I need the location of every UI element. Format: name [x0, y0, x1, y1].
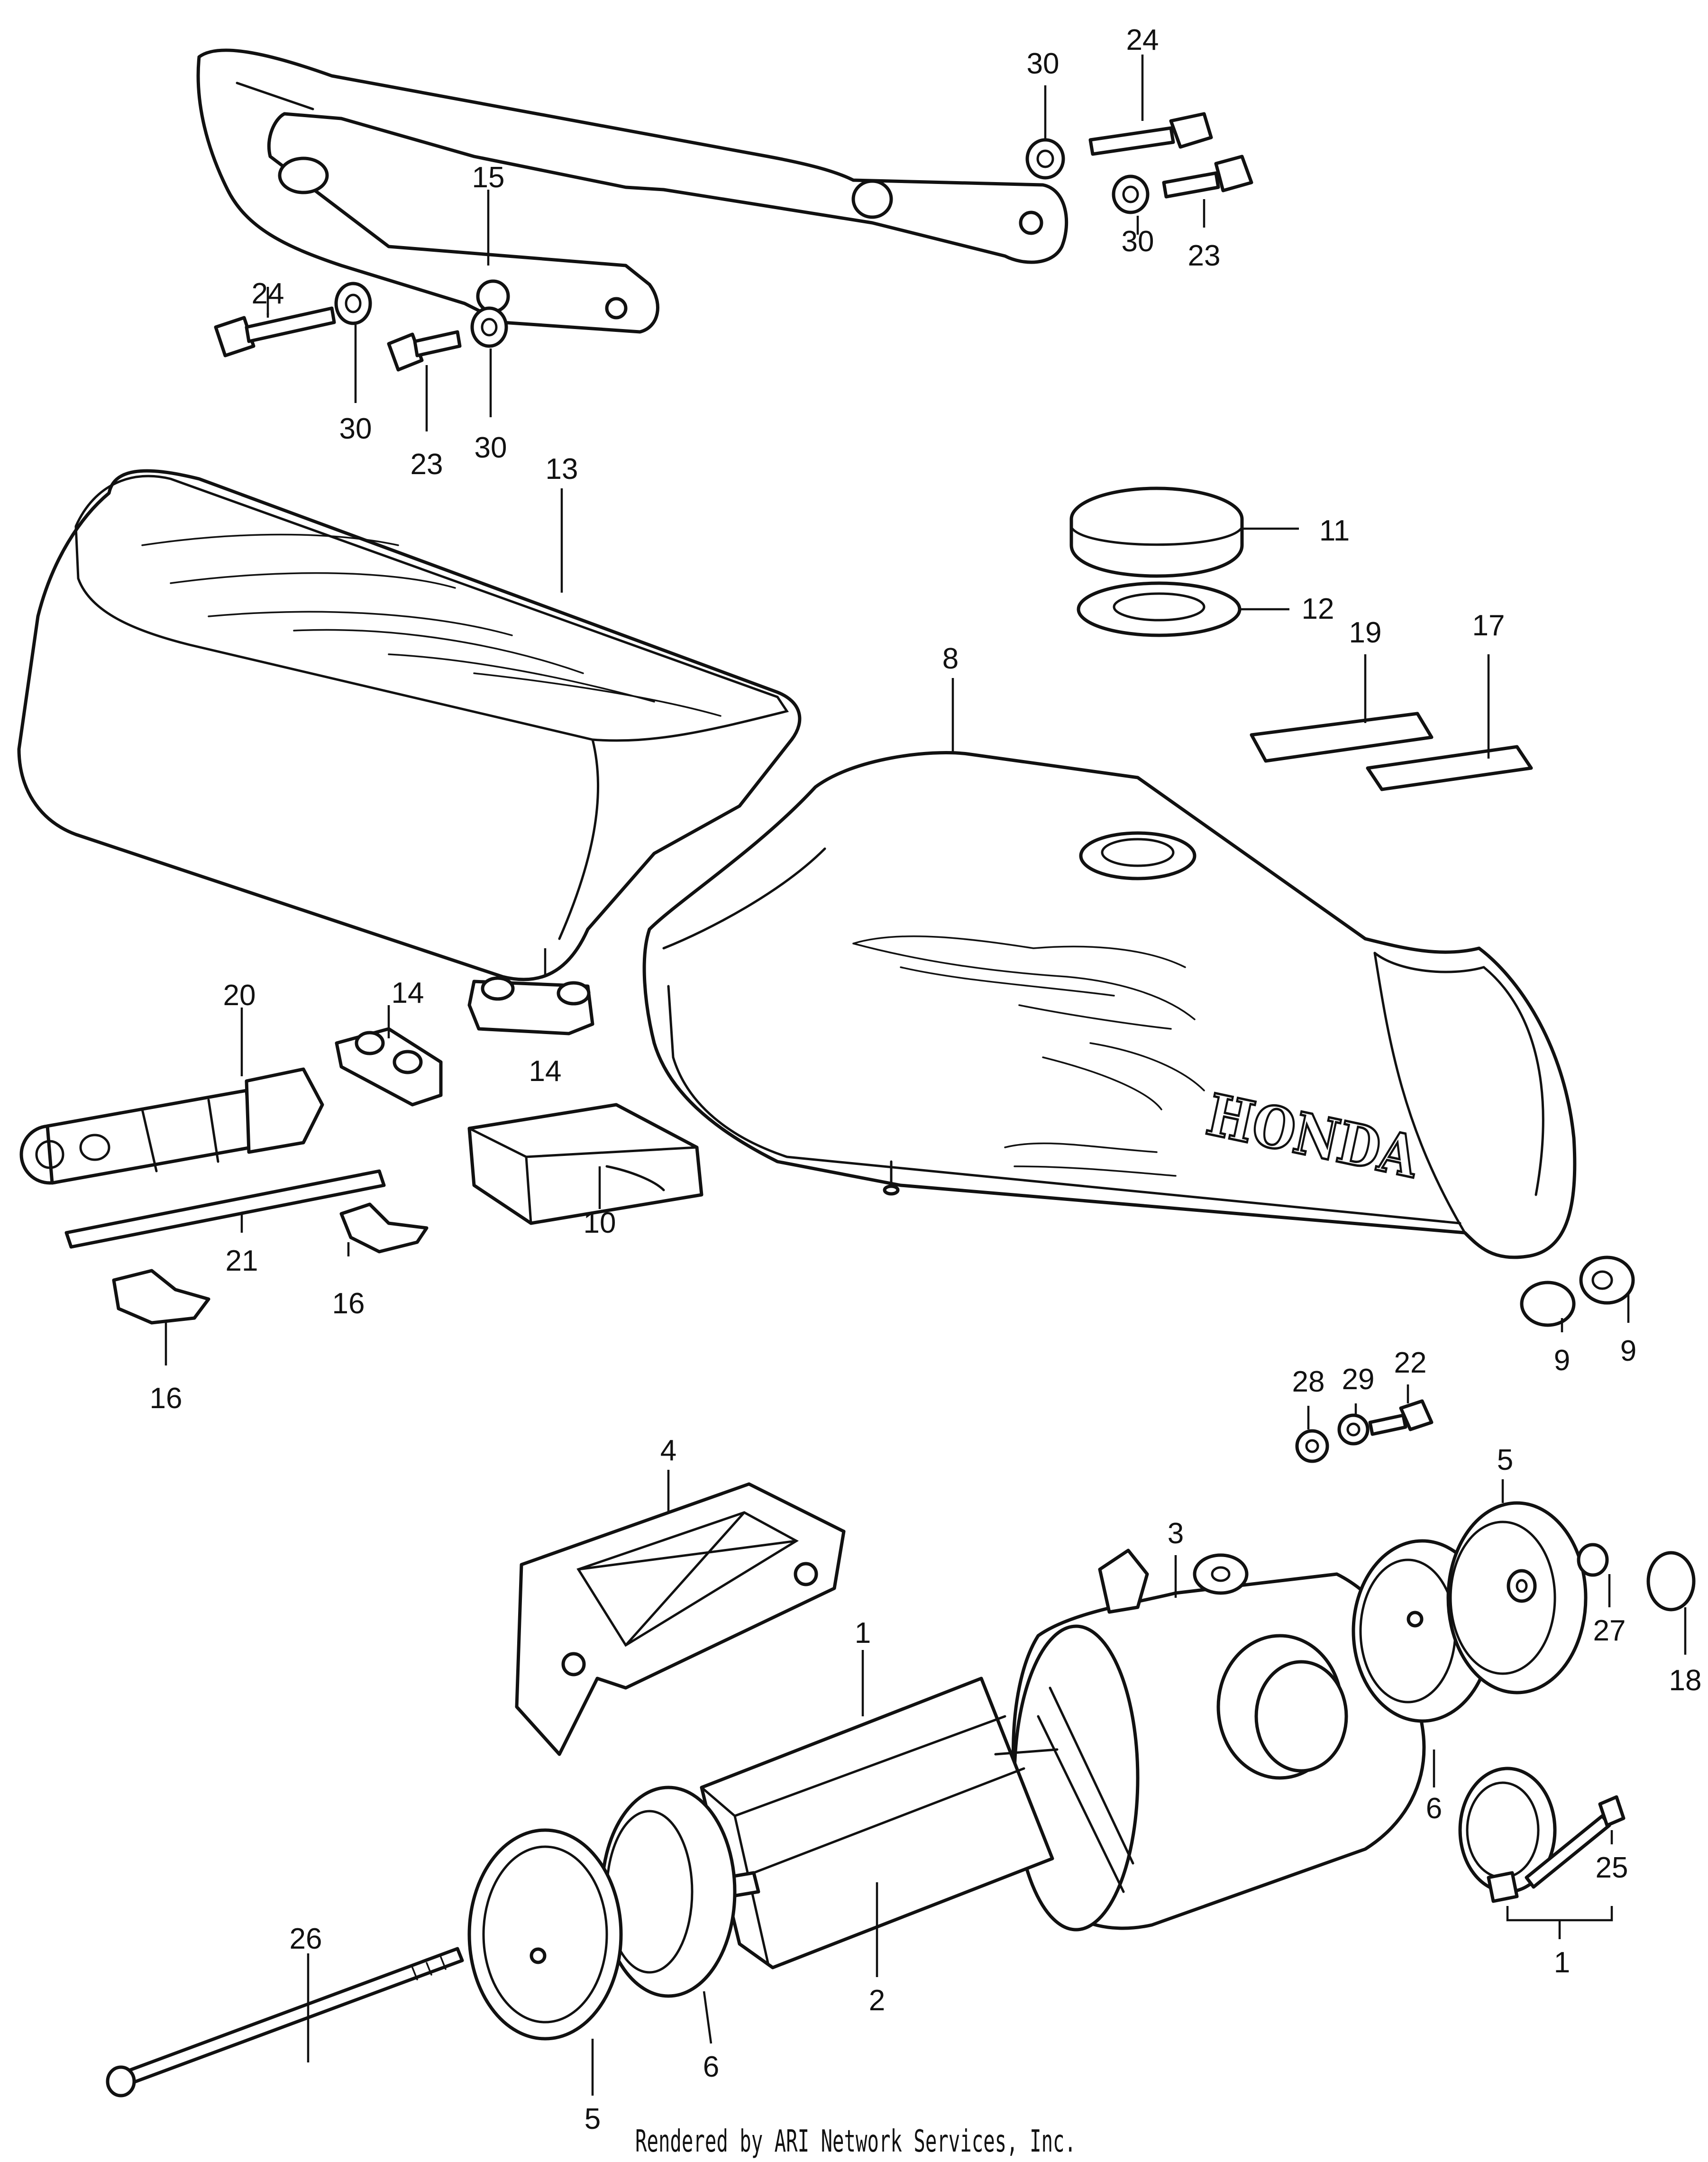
- callout-6-right: 6: [1426, 1792, 1442, 1825]
- callout-labels: 15 24 30 30 23 24 30 23 30 13 11 12 19 1…: [150, 24, 1702, 2135]
- callout-10: 10: [584, 1207, 616, 1239]
- callout-29: 29: [1342, 1363, 1375, 1396]
- callout-30-left-a: 30: [339, 412, 372, 445]
- bracket-4-part: [515, 1482, 846, 1756]
- callout-23-right: 23: [1188, 239, 1221, 272]
- nut-30-upper-right: [1025, 138, 1065, 180]
- nut-30-left-a: [334, 282, 372, 325]
- label-17-part: [1366, 745, 1533, 791]
- callout-6-left: 6: [703, 2051, 719, 2083]
- callout-17: 17: [1472, 609, 1505, 642]
- callout-27: 27: [1593, 1614, 1626, 1647]
- grab-rail-part: [196, 48, 1069, 334]
- clip-16-left: [112, 1269, 210, 1325]
- callout-11: 11: [1319, 514, 1350, 547]
- toolbox-10-part: [467, 1103, 703, 1225]
- callout-24-right: 24: [1126, 24, 1159, 56]
- clamp-band-part: [1458, 1767, 1557, 1903]
- callout-1-upper: 1: [855, 1617, 871, 1649]
- nut-27-part: [1577, 1543, 1609, 1577]
- bolt-22-part: [1368, 1399, 1434, 1436]
- callout-8: 8: [942, 642, 959, 675]
- bolt-23-right: [1162, 155, 1253, 199]
- callout-9-right: 9: [1620, 1335, 1636, 1367]
- callout-1-lower: 1: [1554, 1946, 1570, 1979]
- callout-9-left: 9: [1554, 1344, 1570, 1377]
- tank-rubber-9-right: [1579, 1255, 1635, 1305]
- label-19-part: [1250, 712, 1434, 763]
- bolt-23-left: [387, 330, 462, 372]
- rod-21-part: [64, 1169, 386, 1249]
- callout-30-right: 30: [1122, 225, 1154, 258]
- callout-23-left: 23: [411, 448, 443, 481]
- long-bolt-26: [106, 1947, 464, 2098]
- callout-19: 19: [1349, 616, 1382, 649]
- render-credit: Rendered by ARI Network Services, Inc.: [635, 2124, 1076, 2159]
- callout-18: 18: [1669, 1664, 1702, 1697]
- callout-30-left-b: 30: [475, 431, 507, 464]
- callout-26: 26: [290, 1923, 322, 1955]
- callout-4: 4: [660, 1434, 676, 1467]
- callout-12: 12: [1302, 593, 1334, 625]
- fuel-tank-part: HONDA: [642, 751, 1577, 1259]
- callout-2: 2: [869, 1984, 885, 2017]
- cover-5-left: [467, 1828, 623, 2041]
- callout-21: 21: [226, 1245, 258, 1277]
- callout-13: 13: [546, 453, 578, 486]
- nut-30-left-b: [470, 306, 508, 348]
- gasket-18-part: [1646, 1551, 1696, 1612]
- cover-5-right: [1446, 1501, 1588, 1695]
- nut-30-lower-right: [1112, 174, 1150, 214]
- washer-29-part: [1337, 1413, 1370, 1446]
- washer-28-part: [1295, 1429, 1329, 1463]
- leader-lines: [164, 55, 1687, 2096]
- callout-5-right: 5: [1497, 1444, 1513, 1476]
- callout-16-left: 16: [150, 1382, 183, 1415]
- callout-30-upper: 30: [1027, 47, 1060, 80]
- cap-gasket-part: [1077, 581, 1242, 637]
- fuel-cap-part: [1069, 486, 1244, 578]
- screw-25-part: [1525, 1795, 1626, 1889]
- tool-20-part: [19, 1067, 324, 1185]
- bolt-24-left: [214, 306, 336, 357]
- callout-14-left: 14: [392, 977, 424, 1009]
- bolt-24-right: [1088, 112, 1213, 156]
- callout-15: 15: [472, 161, 505, 194]
- clip-16-right: [339, 1202, 429, 1254]
- callout-16-right: 16: [332, 1287, 365, 1320]
- tank-rubber-9-left: [1520, 1281, 1576, 1327]
- callout-24-left: 24: [252, 277, 284, 310]
- clip-14-right: [467, 976, 594, 1035]
- callout-25: 25: [1596, 1851, 1628, 1884]
- callout-5-left: 5: [585, 2103, 601, 2135]
- callout-28: 28: [1292, 1365, 1325, 1398]
- callout-3: 3: [1168, 1517, 1184, 1550]
- callout-14-right: 14: [529, 1055, 562, 1088]
- callout-20: 20: [223, 979, 256, 1012]
- seat-part: [17, 469, 802, 981]
- filter-element-1: [700, 1676, 1059, 1970]
- clip-14-left: [335, 1027, 443, 1107]
- cover-6-left: [600, 1786, 737, 1998]
- callout-22: 22: [1394, 1347, 1427, 1379]
